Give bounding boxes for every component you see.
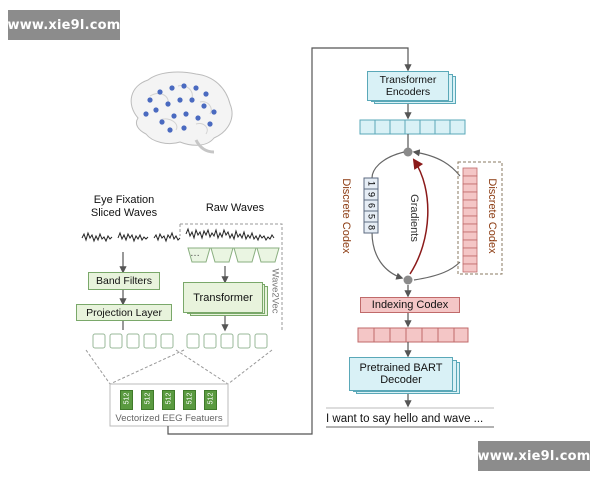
discrete-codex-right-label: Discrete Codex <box>486 178 498 254</box>
discrete-codex-left-label: Discrete Codex <box>340 178 352 254</box>
junction-bottom <box>403 275 413 285</box>
codex-digit: 8 <box>366 224 377 230</box>
wave2vec-dashed-frame <box>180 223 283 330</box>
ellipsis-mark: … <box>190 248 200 259</box>
transformer-encoders-box: Transformer Encoders <box>367 71 449 101</box>
feature-chip: 512 <box>183 390 196 410</box>
band-filters-box: Band Filters <box>88 272 160 290</box>
conv-blocks <box>187 247 280 263</box>
raw-waves-label: Raw Waves <box>205 202 265 214</box>
pretrained-line2: Decoder <box>380 374 422 386</box>
eye-fixation-line2: Sliced Waves <box>90 207 158 219</box>
pretrained-line1: Pretrained BART <box>359 362 443 374</box>
sliced-waves-icon <box>81 231 181 243</box>
eye-fixation-label: Eye Fixation Sliced Waves <box>86 194 162 220</box>
vectorized-features-label: Vectorized EEG Featuers <box>115 413 223 424</box>
discrete-codex-stack <box>462 167 478 273</box>
gradients-arrow <box>409 158 429 275</box>
transformer-encoders-line2: Encoders <box>385 86 431 98</box>
projection-layer-box: Projection Layer <box>76 304 172 321</box>
codex-cells <box>363 177 379 234</box>
main-connector <box>167 47 412 435</box>
feature-chip: 512 <box>162 390 175 410</box>
feature-chip: 512 <box>120 390 133 410</box>
junction-top <box>403 147 413 157</box>
watermark-bottom-right: www.xie9l.com <box>477 441 590 471</box>
transformer-box: Transformer <box>183 282 263 313</box>
codex-digits: 1 9 6 5 8 <box>364 178 378 233</box>
gradients-label: Gradients <box>408 194 420 242</box>
transformer-encoders-line1: Transformer <box>379 74 437 86</box>
feature-chips: 512 512 512 512 512 <box>118 390 222 410</box>
indexing-output-strip <box>357 327 469 343</box>
raw-wave-icon <box>185 227 275 242</box>
wave2vec-label: Wave2Vec <box>269 268 281 314</box>
feature-chip: 512 <box>141 390 154 410</box>
encoder-output-strip <box>359 119 466 135</box>
eye-fixation-line1: Eye Fixation <box>93 194 155 206</box>
watermark-top-left: www.xie9l.com <box>7 10 120 40</box>
output-sentence: I want to say hello and wave ... <box>326 413 484 425</box>
indexing-codex-box: Indexing Codex <box>360 297 460 313</box>
funnel-lines <box>85 349 273 385</box>
discrete-codex-frame <box>457 161 503 275</box>
pretrained-bart-decoder-box: Pretrained BART Decoder <box>349 357 453 391</box>
token-squares <box>92 333 268 349</box>
brain-icon <box>130 71 233 154</box>
feature-chip: 512 <box>204 390 217 410</box>
